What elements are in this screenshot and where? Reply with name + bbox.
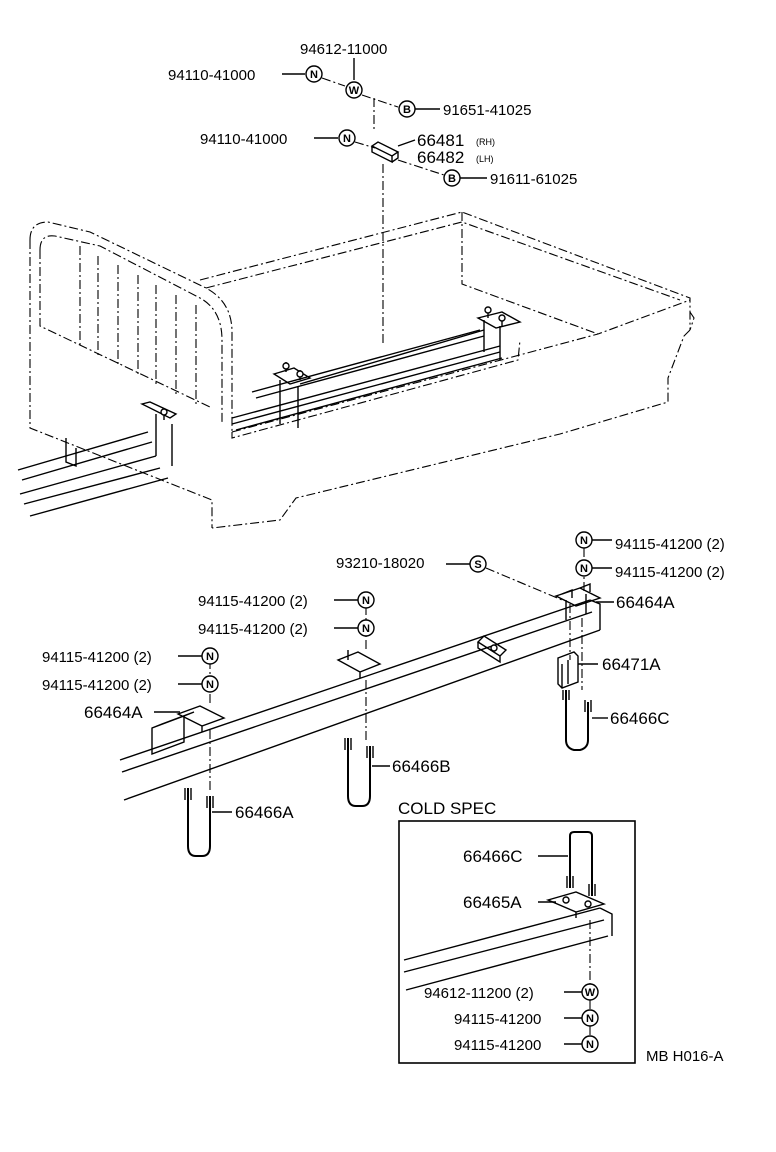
svg-text:N: N bbox=[586, 1039, 594, 1051]
lower-rail-drawing: N 94115-41200 (2) N 94115-41200 (2) 9321… bbox=[42, 531, 725, 857]
cold-label-66465A: 66465A bbox=[463, 893, 522, 912]
svg-text:S: S bbox=[474, 559, 481, 571]
svg-text:N: N bbox=[362, 595, 370, 607]
svg-text:W: W bbox=[585, 987, 596, 999]
label-66481: 66481 bbox=[417, 131, 464, 150]
label-66471A: 66471A bbox=[602, 655, 661, 674]
nut-symbol-right-1: N bbox=[575, 531, 593, 549]
bed-ubolt-left bbox=[139, 401, 178, 466]
svg-text:N: N bbox=[586, 1013, 594, 1025]
svg-text:W: W bbox=[349, 85, 360, 97]
part-66471A bbox=[557, 651, 579, 689]
label-94115-left-1: 94115-41200 (2) bbox=[42, 649, 152, 666]
label-66482: 66482 bbox=[417, 148, 464, 167]
cold-spec-inset: COLD SPEC 66466C 66465A 94612-11200 (2) … bbox=[398, 799, 636, 1064]
cold-spec-frame bbox=[398, 820, 636, 1064]
label-66482-side: (LH) bbox=[476, 154, 494, 164]
cold-label-66466C: 66466C bbox=[463, 847, 523, 866]
truck-bed-drawing bbox=[17, 211, 695, 529]
leader-66481 bbox=[397, 139, 416, 147]
svg-text:N: N bbox=[343, 133, 351, 145]
cold-spec-title: COLD SPEC bbox=[398, 799, 496, 818]
nut-symbol-left-1: N bbox=[201, 647, 219, 665]
label-91611-61025: 91611-61025 bbox=[490, 171, 577, 188]
lower-rail bbox=[119, 599, 601, 801]
nut-symbol-right-2: N bbox=[575, 559, 593, 577]
label-94612-11000: 94612-11000 bbox=[300, 41, 387, 58]
washer-symbol-top: W bbox=[345, 81, 363, 99]
nut-symbol-mid: N bbox=[338, 129, 356, 147]
svg-text:N: N bbox=[310, 69, 318, 81]
dashline-93210 bbox=[485, 567, 563, 601]
bed-ubolt-right bbox=[476, 306, 522, 360]
svg-text:B: B bbox=[403, 104, 411, 116]
label-94115-right-2: 94115-41200 (2) bbox=[615, 564, 725, 581]
label-94110-41000-top: 94110-41000 bbox=[168, 67, 255, 84]
label-94115-mid-1: 94115-41200 (2) bbox=[198, 593, 308, 610]
bolt-symbol-mid: B bbox=[443, 169, 461, 187]
label-94115-left-2: 94115-41200 (2) bbox=[42, 677, 152, 694]
cold-nut-symbol-a: N bbox=[581, 1009, 599, 1027]
dashline-nut-washer bbox=[321, 77, 346, 87]
top-hardware-group: 94612-11000 94110-41000 N W B 91651-4102… bbox=[168, 41, 577, 345]
shackle-pin-66481 bbox=[370, 141, 400, 164]
cold-washer-symbol: W bbox=[581, 983, 599, 1001]
bolt-symbol-top: B bbox=[398, 100, 416, 118]
label-66466C: 66466C bbox=[610, 709, 670, 728]
label-66466B: 66466B bbox=[392, 757, 451, 776]
label-94110-41000-mid: 94110-41000 bbox=[200, 131, 287, 148]
label-66466A: 66466A bbox=[235, 803, 294, 822]
label-94115-mid-2: 94115-41200 (2) bbox=[198, 621, 308, 638]
cold-nut-symbol-b: N bbox=[581, 1035, 599, 1053]
dashline-washer-bolt bbox=[361, 94, 399, 108]
cold-label-94612-11200: 94612-11200 (2) bbox=[424, 985, 534, 1002]
nut-symbol-mid-1: N bbox=[357, 591, 375, 609]
label-66481-side: (RH) bbox=[476, 137, 495, 147]
svg-text:N: N bbox=[362, 623, 370, 635]
headboard-frame-outer bbox=[29, 221, 233, 432]
nut-symbol-top: N bbox=[305, 65, 323, 83]
svg-text:B: B bbox=[448, 173, 456, 185]
bed-ubolt-mid bbox=[272, 362, 312, 428]
dashline-pin-bolt bbox=[397, 159, 445, 176]
label-93210-18020: 93210-18020 bbox=[336, 555, 424, 572]
label-66464A-right: 66464A bbox=[616, 593, 675, 612]
svg-text:N: N bbox=[580, 535, 588, 547]
svg-text:N: N bbox=[206, 679, 214, 691]
label-66464A-left: 66464A bbox=[84, 703, 143, 722]
label-94115-right-1: 94115-41200 (2) bbox=[615, 536, 725, 553]
svg-text:N: N bbox=[206, 651, 214, 663]
ubolt-66466A bbox=[184, 788, 214, 857]
svg-text:N: N bbox=[580, 563, 588, 575]
nut-symbol-left-2: N bbox=[201, 675, 219, 693]
ubolt-66466C bbox=[562, 690, 592, 751]
nut-symbol-mid-2: N bbox=[357, 619, 375, 637]
bed-top-rim bbox=[199, 211, 691, 330]
diagram-code: MB H016-A bbox=[646, 1048, 724, 1065]
cold-label-94115-a: 94115-41200 bbox=[454, 1011, 541, 1028]
spacer-symbol: S bbox=[469, 555, 487, 573]
ubolt-66466B bbox=[344, 738, 374, 807]
cold-label-94115-b: 94115-41200 bbox=[454, 1037, 541, 1054]
label-91651-41025: 91651-41025 bbox=[443, 102, 531, 119]
